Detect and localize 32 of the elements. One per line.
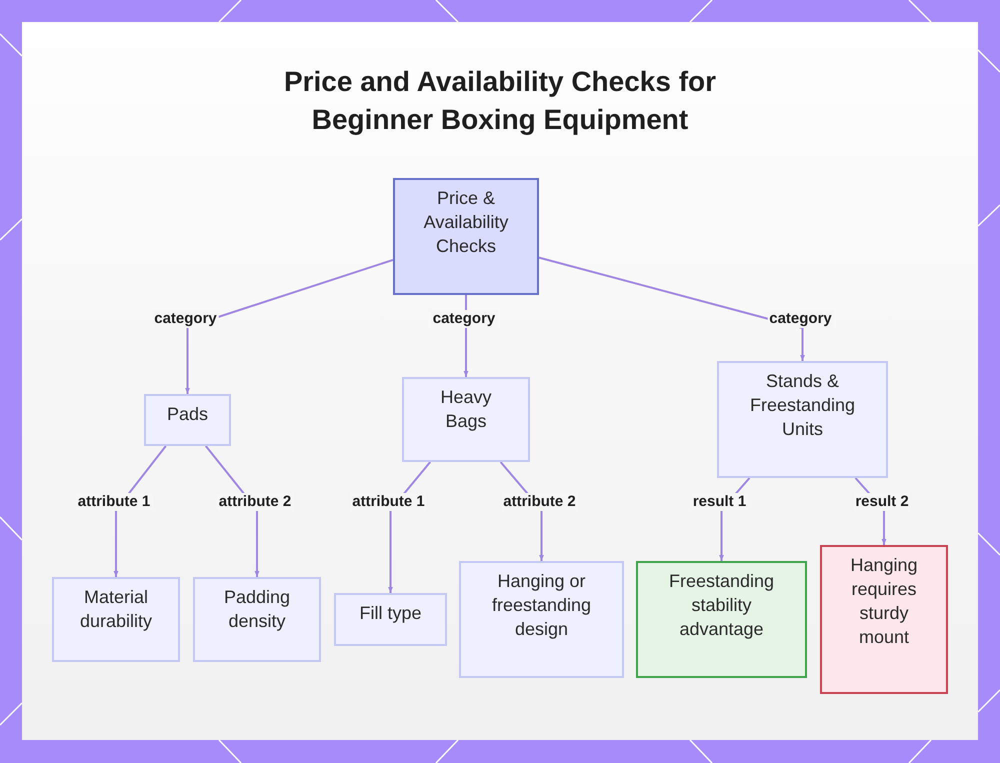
category-box bbox=[717, 361, 888, 478]
edge-label: attribute 1 bbox=[350, 493, 427, 511]
node-label: Stands & Freestanding Units bbox=[748, 370, 856, 441]
diagram-title: Price and Availability Checks for Beginner Boxing Equipment bbox=[282, 65, 718, 137]
attribute-box bbox=[334, 593, 447, 646]
arrow bbox=[538, 256, 805, 361]
edge-label: category bbox=[152, 310, 219, 328]
process-box bbox=[393, 178, 539, 295]
edge-label: attribute 2 bbox=[216, 493, 294, 511]
edge-label: result 2 bbox=[853, 493, 911, 511]
arrow bbox=[185, 258, 394, 394]
attribute-box bbox=[52, 577, 180, 662]
node-label: Padding density bbox=[222, 586, 292, 633]
edge-label: attribute 2 bbox=[501, 493, 578, 511]
attribute-box bbox=[193, 577, 321, 662]
edge-label: attribute 1 bbox=[76, 493, 152, 511]
edge-label: category bbox=[767, 310, 834, 328]
node-label: Freestanding stability advantage bbox=[668, 570, 776, 641]
category-box bbox=[402, 377, 530, 462]
category-box bbox=[144, 394, 231, 446]
result-box bbox=[636, 561, 807, 678]
node-label: Material durability bbox=[78, 586, 154, 633]
node-label: Hanging requires sturdy mount bbox=[849, 554, 919, 649]
node-label: Fill type bbox=[358, 602, 422, 625]
result-box bbox=[820, 545, 948, 694]
edge-label: category bbox=[430, 310, 498, 328]
node-label: Hanging or freestanding design bbox=[490, 570, 592, 641]
node-label: Price & Availability Checks bbox=[422, 187, 510, 258]
node-label: Heavy Bags bbox=[439, 386, 493, 433]
node-label: Pads bbox=[166, 403, 210, 426]
edge-label: result 1 bbox=[690, 493, 748, 511]
attribute-box bbox=[459, 561, 624, 678]
